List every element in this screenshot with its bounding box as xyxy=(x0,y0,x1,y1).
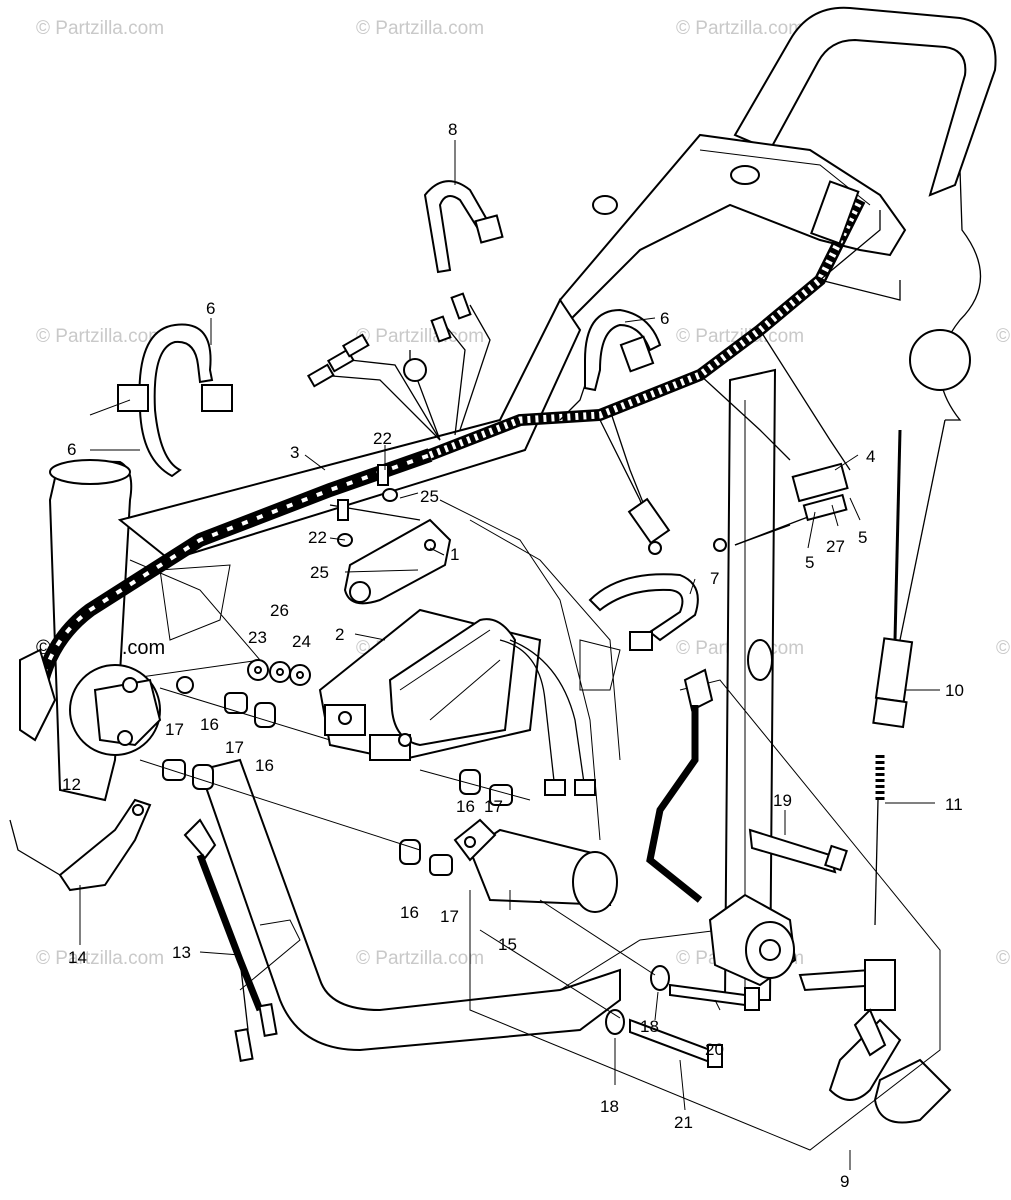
wire-harness xyxy=(33,169,982,692)
watermark: © Partzilla.com xyxy=(36,326,164,347)
callout-17-a: 17 xyxy=(225,738,244,757)
speedometer-cable xyxy=(872,429,914,926)
callout-6-left: 6 xyxy=(67,440,76,459)
callout-19: 19 xyxy=(773,791,792,810)
watermark: © xyxy=(996,326,1010,347)
callout-5-left: 5 xyxy=(805,553,814,572)
watermark: © Partzilla.com xyxy=(356,18,484,39)
callout-18-upper: 18 xyxy=(640,1017,659,1036)
watermark: © Partzilla.com xyxy=(676,18,804,39)
callout-1: 1 xyxy=(450,545,459,564)
callout-22-top: 22 xyxy=(373,429,392,448)
watermark: © Partzilla.com xyxy=(676,326,804,347)
callout-16-c: 16 xyxy=(456,797,475,816)
callout-21: 20 xyxy=(705,1040,724,1059)
callout-2: 2 xyxy=(335,625,344,644)
callout-10: 10 xyxy=(945,681,964,700)
bracket-14 xyxy=(9,798,152,892)
watermark: © Partzilla.com xyxy=(996,638,1011,659)
watermark: © Partzilla.com xyxy=(36,18,164,39)
generator-12 xyxy=(19,648,162,756)
callout-18-lower: 18 xyxy=(600,1097,619,1116)
callout-4: 4 xyxy=(866,447,875,466)
coil-bracket-15 xyxy=(453,818,618,913)
band-strap-8 xyxy=(423,180,504,274)
callout-22-lower: 22 xyxy=(308,528,327,547)
callout-6-right: 6 xyxy=(660,309,669,328)
callout-15: 15 xyxy=(498,935,517,954)
callout-16-a: 16 xyxy=(200,715,219,734)
callout-9: 9 xyxy=(840,1172,849,1191)
watermark: © Partzilla.com xyxy=(36,948,164,969)
connector-4 xyxy=(791,462,849,522)
callout-8: 8 xyxy=(448,120,457,139)
callout-5-right: 5 xyxy=(858,528,867,547)
ignition-coil-2 xyxy=(318,608,596,796)
callout-17-d: 17 xyxy=(440,907,459,926)
callout-20: 21 xyxy=(674,1113,693,1132)
callout-13: 13 xyxy=(172,943,191,962)
callout-23: 23 xyxy=(248,628,267,647)
callout-labels: 8 6 6 6 3 22 25 22 25 1 4 5 27 5 7 26 2 … xyxy=(62,120,964,1191)
callout-12: 12 xyxy=(62,775,81,794)
lead-wire-13 xyxy=(183,818,278,1062)
callout-6-top: 6 xyxy=(206,299,215,318)
meter-cable xyxy=(646,668,714,903)
callout-3: 3 xyxy=(290,443,299,462)
callout-24: 24 xyxy=(292,632,311,651)
band-strap-6-left xyxy=(117,323,233,478)
callout-16-d: 16 xyxy=(400,903,419,922)
callout-26: 26 xyxy=(270,601,289,620)
callout-11: 11 xyxy=(945,795,963,814)
watermark: © Partzilla.com xyxy=(356,326,484,347)
leader-lines xyxy=(79,140,940,1170)
callout-25-lower: 25 xyxy=(310,563,329,582)
callout-7: 7 xyxy=(710,569,719,588)
rectifier-1 xyxy=(329,504,452,605)
band-strap-7 xyxy=(588,573,699,651)
fasteners xyxy=(139,464,848,1068)
ignition-switch-9 xyxy=(469,679,952,1151)
callout-14: 14 xyxy=(68,948,87,967)
watermark: © Partzilla.com xyxy=(356,948,484,969)
band-strap-6-right xyxy=(584,308,662,392)
callout-16-b: 16 xyxy=(255,756,274,775)
watermark-layer: © Partzilla.com © Partzilla.com © Partzi… xyxy=(36,18,1011,969)
callout-25-top: 25 xyxy=(420,487,439,506)
callout-27: 27 xyxy=(826,537,845,556)
callout-17-c: 17 xyxy=(484,797,503,816)
motorcycle-frame xyxy=(48,6,997,1052)
watermark: © xyxy=(996,948,1010,969)
callout-17-b: 17 xyxy=(165,720,184,739)
